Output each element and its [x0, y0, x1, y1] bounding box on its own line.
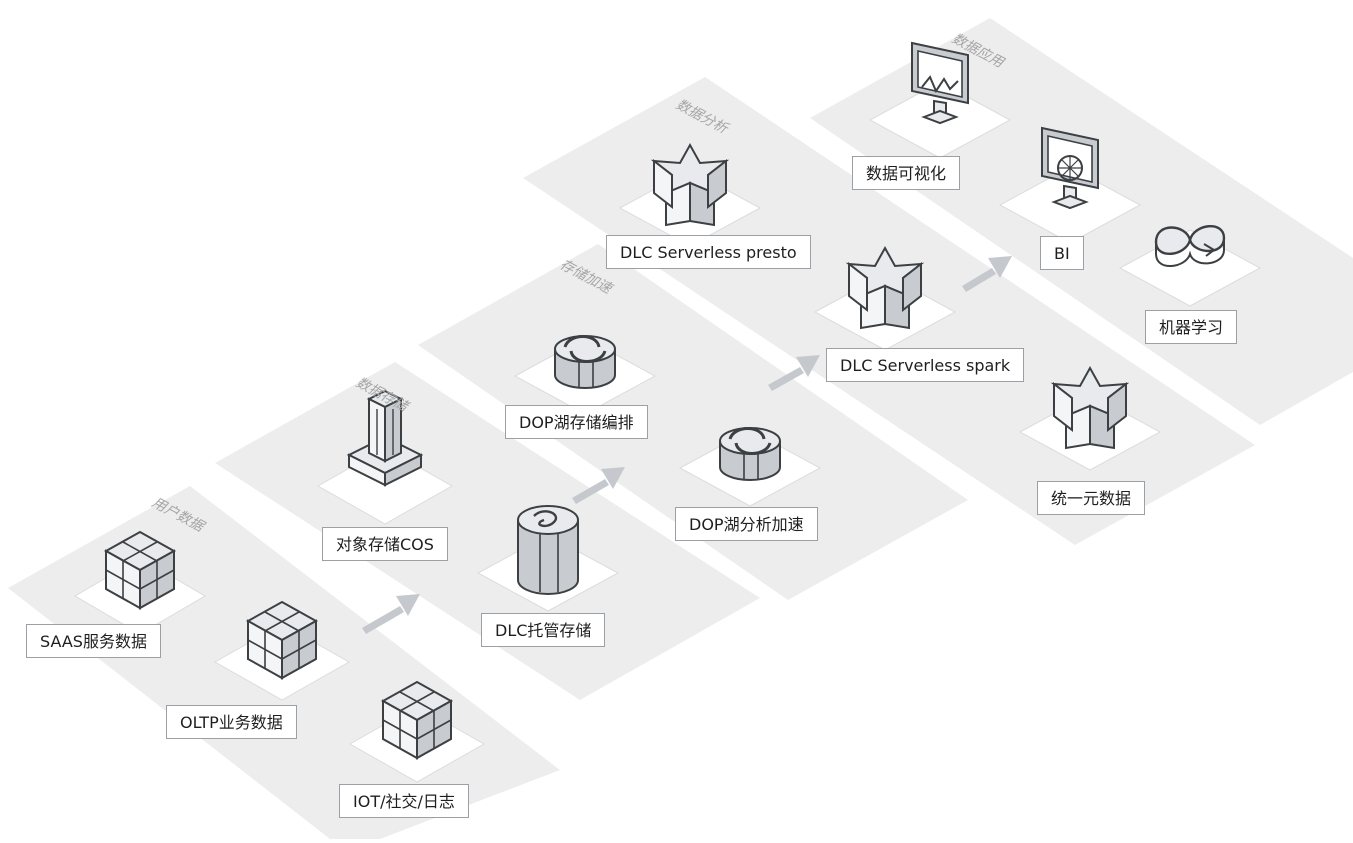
label-oltp: OLTP业务数据 — [166, 705, 297, 739]
label-presto: DLC Serverless presto — [606, 235, 811, 269]
zone-band-data-storage — [215, 362, 760, 700]
compute-star-icon — [845, 245, 925, 330]
zone-band-storage-acceleration — [418, 244, 968, 600]
data-cube-icon — [103, 530, 177, 610]
label-dop-orchestration: DOP湖存储编排 — [505, 405, 648, 439]
managed-storage-cylinder-icon — [517, 505, 579, 595]
flow-arrow-3 — [768, 355, 820, 391]
label-cos: 对象存储COS — [322, 527, 448, 561]
label-spark: DLC Serverless spark — [826, 348, 1025, 382]
data-cube-icon — [245, 600, 319, 680]
flow-arrow-2 — [572, 467, 625, 504]
infinity-loop-icon — [1154, 224, 1226, 267]
label-iot: IOT/社交/日志 — [339, 784, 469, 818]
label-dlc-storage: DLC托管存储 — [481, 613, 606, 647]
label-metadata: 统一元数据 — [1037, 481, 1146, 515]
label-visualization: 数据可视化 — [852, 156, 961, 190]
label-ml: 机器学习 — [1145, 310, 1238, 344]
label-bi: BI — [1040, 236, 1084, 270]
flow-arrow-1 — [362, 594, 420, 634]
flow-arrow-4 — [962, 256, 1012, 292]
lake-orchestration-swirl-icon — [554, 335, 616, 389]
compute-star-icon — [1050, 365, 1130, 450]
label-saas: SAAS服务数据 — [26, 624, 161, 658]
label-dop-acceleration: DOP湖分析加速 — [675, 507, 818, 541]
monitor-bi-icon — [1041, 126, 1099, 210]
object-storage-building-icon — [346, 389, 424, 487]
lake-acceleration-swirl-icon — [719, 427, 781, 481]
monitor-chart-icon — [911, 41, 969, 125]
data-cube-icon — [380, 680, 454, 760]
compute-star-icon — [650, 142, 730, 227]
